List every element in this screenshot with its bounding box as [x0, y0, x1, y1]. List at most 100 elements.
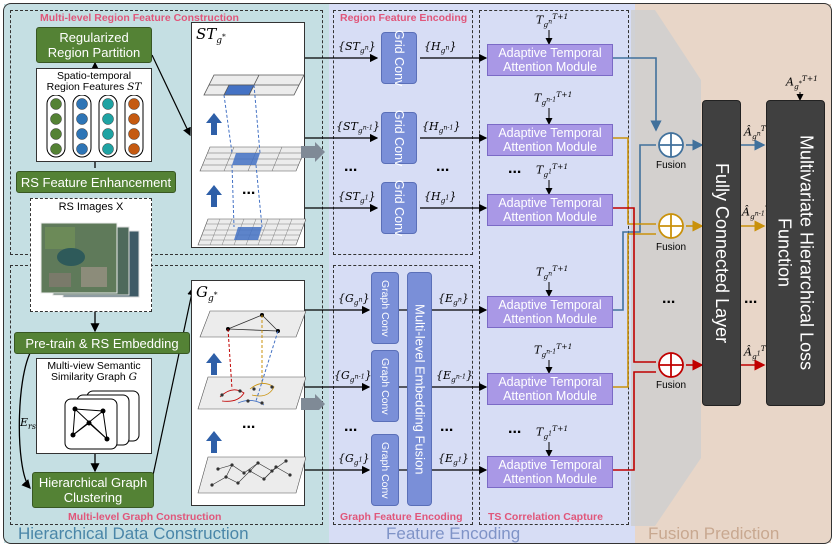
- graph-layer-stack: [197, 310, 306, 494]
- feature-dot: [50, 128, 62, 140]
- block-arrows: [301, 142, 325, 410]
- graph-conv-n1-box[interactable]: Graph Conv: [371, 350, 399, 422]
- region-encoding-title: Region Feature Encoding: [340, 12, 468, 24]
- region-stack-box: STg* ..: [191, 22, 306, 248]
- grid-conv-n-box[interactable]: Grid Conv: [381, 30, 417, 86]
- graph-stack-dots: ...: [242, 415, 256, 432]
- atam-graph-n[interactable]: Adaptive Temporal Attention Module: [487, 296, 613, 328]
- feature-dot: [102, 98, 114, 110]
- hierarchical-graph-clustering-box[interactable]: Hierarchical Graph Clustering: [32, 472, 154, 508]
- region-construction-title: Multi-level Region Feature Construction: [40, 12, 239, 24]
- grid-conv-n1-box[interactable]: Grid Conv: [381, 110, 417, 166]
- feature-title: Feature Encoding: [386, 524, 521, 543]
- grid-conv-1-box[interactable]: Grid Conv: [381, 180, 417, 236]
- feature-dot: [128, 98, 140, 110]
- region-encoding-dots-left: ...: [344, 158, 358, 175]
- fusion-label-blue: Fusion: [656, 160, 687, 171]
- hierarchical-title: Hierarchical Data Construction: [18, 524, 249, 543]
- t-n1-label-2: Tgn-1T+1: [534, 342, 573, 359]
- e-1-label: {Eg1}: [438, 452, 469, 468]
- feature-dot: [128, 143, 140, 155]
- h-n1-label: {Hgn-1}: [422, 120, 461, 136]
- graph-construction-frame: [10, 265, 323, 525]
- feature-dot: [50, 98, 62, 110]
- feature-dot: [50, 143, 62, 155]
- g-1-label: {Gg1}: [338, 452, 370, 468]
- region-construction-frame: [10, 10, 323, 255]
- outer-frame: [3, 3, 832, 544]
- feature-dot: [102, 143, 114, 155]
- multiview-graph-box: Multi-view Semantic Similarity Graph G: [36, 358, 152, 454]
- e-n-label: {Egn}: [438, 292, 469, 308]
- ts-graph-dots: ...: [508, 420, 522, 437]
- feature-column: [46, 95, 66, 158]
- t-n1-label-1: Tgn-1T+1: [534, 90, 573, 107]
- atam-graph-1[interactable]: Adaptive Temporal Attention Module: [487, 456, 613, 488]
- multiview-graph-icon: [64, 390, 140, 450]
- region-stack-dots: ...: [242, 181, 256, 198]
- feature-dot: [76, 113, 88, 125]
- feature-dot: [76, 143, 88, 155]
- ts-region-dots: ...: [508, 160, 522, 177]
- fusion-dots: ...: [662, 290, 676, 307]
- g-n1-label: {Ggn-1}: [334, 369, 372, 385]
- st-g-label: STg*: [196, 25, 226, 46]
- region-encoding-frame: [333, 10, 473, 255]
- fusion-circles: [658, 132, 684, 378]
- multi-level-embedding-fusion-box[interactable]: Multi-level Embedding Fusion: [407, 272, 432, 506]
- g-symbol: G: [128, 371, 137, 383]
- pretrain-rs-embedding-box[interactable]: Pre-train & RS Embedding: [14, 332, 190, 354]
- h-n-label: {Hgn}: [424, 40, 457, 56]
- rs-images-label: RS Images X: [58, 201, 124, 213]
- output-dots: ...: [744, 290, 758, 307]
- graph-encoding-title: Graph Feature Encoding: [340, 511, 463, 523]
- fusion-label-orange: Fusion: [656, 242, 687, 253]
- rs-images-box: RS Images X: [30, 198, 152, 312]
- multivariate-loss-box[interactable]: Multivariate Hierarchical Loss Function: [766, 100, 825, 406]
- fusion-band: [631, 10, 701, 526]
- feature-dot: [76, 98, 88, 110]
- atam-region-n1[interactable]: Adaptive Temporal Attention Module: [487, 124, 613, 156]
- regularized-region-partition-box[interactable]: Regularized Region Partition: [36, 27, 152, 63]
- st-1-label: {STg1}: [338, 190, 376, 206]
- region-grid-stack: [197, 74, 306, 246]
- t-1-label-2: Tg1T+1: [536, 424, 569, 441]
- fusion-title: Fusion Prediction: [648, 524, 780, 543]
- atam-region-1[interactable]: Adaptive Temporal Attention Module: [487, 194, 613, 226]
- feature-dot: [128, 113, 140, 125]
- spatio-temporal-features-label: Spatio-temporal Region Features ST: [46, 70, 142, 93]
- feature-column: [72, 95, 92, 158]
- h-1-label: {Hg1}: [424, 190, 457, 206]
- feature-dot: [128, 128, 140, 140]
- st-symbol: ST: [127, 81, 142, 93]
- t-n-label-1: TgnT+1: [536, 12, 569, 29]
- region-encoding-dots-right: ...: [436, 158, 450, 175]
- fully-connected-layer-box[interactable]: Fully Connected Layer: [702, 100, 741, 406]
- multiview-graph-label: Multi-view Semantic Similarity Graph G: [47, 360, 141, 383]
- spatio-temporal-features-box: Spatio-temporal Region Features ST: [36, 68, 152, 162]
- e-n1-label: {Egn-1}: [436, 369, 473, 385]
- graph-encoding-dots-right: ...: [440, 418, 454, 435]
- st-n1-label: {STgn-1}: [336, 120, 380, 136]
- graph-conv-n-box[interactable]: Graph Conv: [371, 272, 399, 344]
- g-g-label: Gg*: [196, 283, 218, 304]
- feature-dot: [76, 128, 88, 140]
- st-n-label: {STgn}: [338, 40, 376, 56]
- t-n-label-2: TgnT+1: [536, 264, 569, 281]
- g-n-label: {Ggn}: [338, 292, 370, 308]
- satellite-image-icon: [40, 222, 140, 298]
- feature-column: [98, 95, 118, 158]
- feature-dot: [102, 113, 114, 125]
- feature-column: [124, 95, 144, 158]
- fusion-label-red: Fusion: [656, 380, 687, 391]
- feature-dot: [102, 128, 114, 140]
- atam-graph-n1[interactable]: Adaptive Temporal Attention Module: [487, 373, 613, 405]
- rs-feature-enhancement-box[interactable]: RS Feature Enhancement: [16, 171, 176, 193]
- graph-encoding-frame: [333, 265, 473, 525]
- ts-capture-title: TS Correlation Capture: [488, 511, 603, 523]
- multivariate-loss-label: Multivariate Hierarchical Loss Function: [774, 135, 817, 371]
- atam-region-n[interactable]: Adaptive Temporal Attention Module: [487, 44, 613, 76]
- graph-conv-1-box[interactable]: Graph Conv: [371, 434, 399, 506]
- feature-dot: [50, 113, 62, 125]
